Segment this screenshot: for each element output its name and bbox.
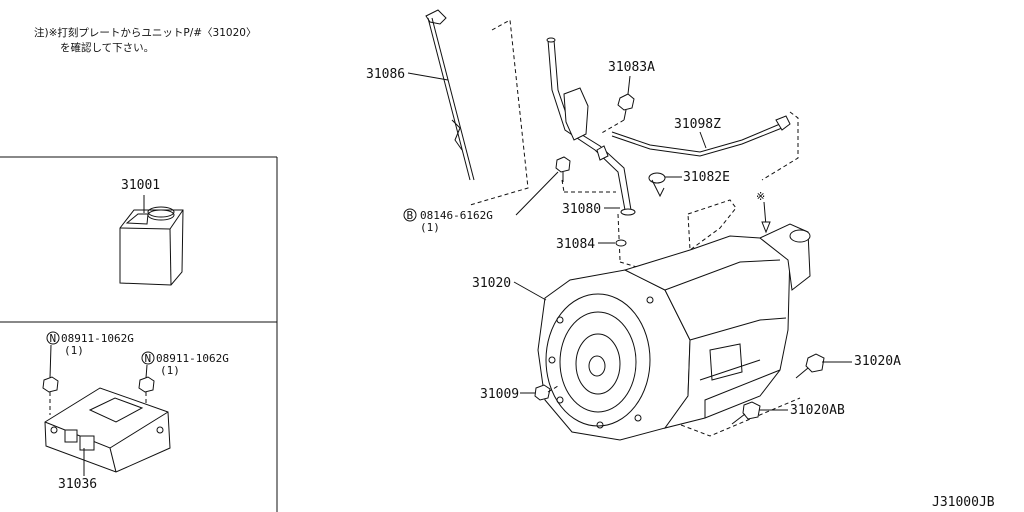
label-08911-qty-a: (1) <box>64 344 84 357</box>
bolt-31009 <box>534 384 559 401</box>
label-31020AB: 31020AB <box>790 403 845 418</box>
leader-31083A <box>627 75 631 95</box>
leader-31020 <box>513 281 547 301</box>
control-unit-part <box>44 387 171 473</box>
label-08146-6162G: 08146-6162G <box>420 209 493 222</box>
note-line-2: を確認して下さい。 <box>60 41 154 54</box>
label-31086: 31086 <box>366 67 405 82</box>
n-marker-1-text: N <box>50 332 57 345</box>
tube-dash-down <box>617 213 621 261</box>
label-31083A: 31083A <box>608 60 655 75</box>
n-marker-2-text: N <box>145 352 152 365</box>
clip-31082E <box>648 172 666 198</box>
transmission-dashed-top <box>687 199 737 251</box>
label-31080: 31080 <box>562 202 601 217</box>
bolt-31020AB <box>731 401 761 425</box>
bolt-dash <box>561 179 565 193</box>
oil-can-part <box>119 195 184 286</box>
filler-tube-part <box>546 37 636 216</box>
label-08146-qty: (1) <box>420 221 440 234</box>
label-08911-qty-b: (1) <box>160 364 180 377</box>
leader-08911-b <box>145 364 148 379</box>
transmission-dashed-bottom <box>619 261 801 437</box>
dipstick-dashed-outline <box>469 19 529 206</box>
label-08911-1062G-a: 08911-1062G <box>61 332 134 345</box>
diagram-code: J31000JB <box>932 495 995 510</box>
transmission-part <box>537 223 811 441</box>
o-ring-part <box>615 239 627 247</box>
bolt-08146 <box>555 156 571 182</box>
cable-31098Z <box>611 115 791 157</box>
n-marker-1 <box>46 331 60 345</box>
b-marker-text: B <box>407 209 414 222</box>
bolt-left <box>42 376 59 415</box>
bolt-31083A-dash <box>599 119 625 135</box>
dipstick-part <box>425 9 475 181</box>
note-line-1: 注)※打刻プレートからユニットP/#〈31020〉 <box>34 26 256 39</box>
label-31082E: 31082E <box>683 170 730 185</box>
label-31084: 31084 <box>556 237 595 252</box>
leader-31086 <box>407 72 449 81</box>
label-31020A: 31020A <box>854 354 901 369</box>
b-marker <box>403 208 417 222</box>
label-31020: 31020 <box>472 276 511 291</box>
star-marker: ※ <box>756 190 765 203</box>
label-31098Z: 31098Z <box>674 117 721 132</box>
bolt-31020A <box>795 353 825 379</box>
bolt-31083A <box>617 93 635 121</box>
n-marker-2 <box>141 351 155 365</box>
leader-31098Z <box>699 131 707 149</box>
label-31009: 31009 <box>480 387 519 402</box>
leader-08911-a <box>49 344 52 379</box>
label-31036: 31036 <box>58 477 97 492</box>
label-31001: 31001 <box>121 178 160 193</box>
leader-08146 <box>515 171 559 216</box>
label-08911-1062G-b: 08911-1062G <box>156 352 229 365</box>
cable-dashed <box>761 111 799 181</box>
star-arrow-head <box>761 221 771 234</box>
